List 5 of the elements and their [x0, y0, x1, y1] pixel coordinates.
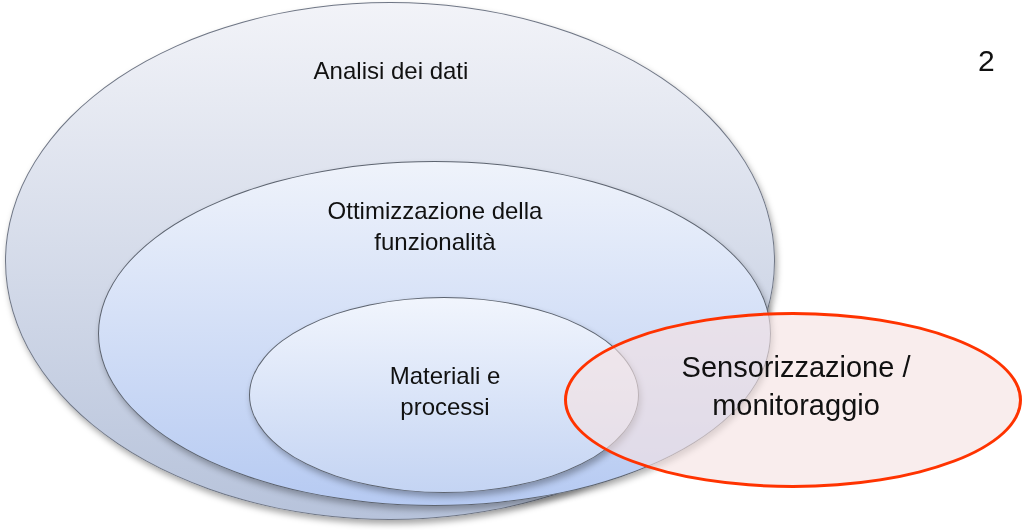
ellipse-label: Analisi dei dati [312, 56, 470, 86]
page-number: 2 [978, 44, 995, 78]
ellipse-label: Ottimizzazione della funzionalità [326, 196, 544, 258]
ellipse-label: Materiali e processi [388, 361, 502, 423]
ellipse-label: Sensorizzazione / monitoraggio [680, 350, 912, 423]
